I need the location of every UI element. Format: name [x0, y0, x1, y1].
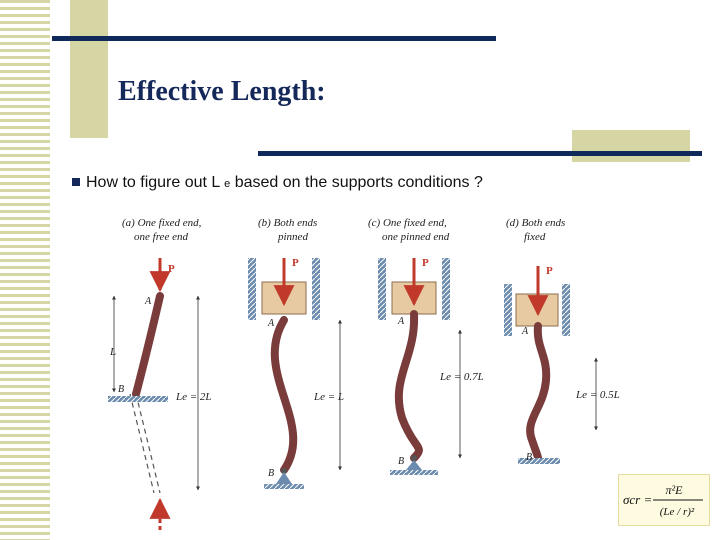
- case-c: (c) One fixed end, one pinned end P A B …: [368, 217, 484, 475]
- formula-numerator: π²E: [666, 483, 684, 497]
- case-d-caption-2: fixed: [524, 231, 546, 243]
- case-a-fixed-base: [108, 396, 168, 402]
- case-c-right-wall: [442, 258, 450, 320]
- case-b: (b) Both ends pinned P A B Le = L: [248, 217, 344, 489]
- case-d-fixed-base: [518, 458, 560, 464]
- case-d-column: [526, 322, 551, 462]
- case-d-caption-1: (d) Both ends: [506, 217, 565, 229]
- case-b-bottom-pin: [281, 468, 287, 474]
- case-a-length-label: L: [109, 346, 116, 358]
- case-b-column: [270, 316, 298, 474]
- title-rule-top: [52, 36, 496, 41]
- case-b-left-wall: [248, 258, 256, 320]
- slide-title: Effective Length:: [118, 76, 326, 107]
- critical-stress-formula: σcr = π²E (Le / r)²: [618, 474, 710, 526]
- formula-lhs: σcr =: [623, 492, 652, 507]
- case-a-mirror-image: [135, 393, 161, 494]
- case-b-bottom-label: B: [268, 468, 274, 479]
- case-a-load-label: P: [168, 263, 175, 275]
- case-c-left-wall: [378, 258, 386, 320]
- case-c-top-label: A: [397, 316, 405, 327]
- case-b-base: [264, 484, 304, 489]
- bullet-subscript: e: [224, 178, 231, 190]
- case-c-caption-2: one pinned end: [382, 231, 450, 243]
- formula-denominator: (Le / r)²: [660, 506, 695, 518]
- case-b-caption-2: pinned: [277, 231, 308, 243]
- case-d-left-wall: [504, 284, 512, 336]
- case-c-column: [394, 310, 423, 462]
- case-a-column: [132, 292, 164, 398]
- tan-decor-block-right: [572, 130, 690, 162]
- case-a-effective-label: Le = 2L: [175, 391, 212, 403]
- bullet-suffix: based on the supports conditions ?: [230, 174, 483, 191]
- left-stripe-decoration: [0, 0, 50, 540]
- title-rule-bottom: [258, 151, 702, 156]
- case-c-bottom-label: B: [398, 456, 404, 467]
- bullet-square-icon: [72, 178, 80, 186]
- bullet-prefix: How to figure out L: [86, 174, 220, 191]
- tan-decor-block-top: [70, 0, 108, 138]
- case-d-load-label: P: [546, 265, 553, 277]
- case-a: (a) One fixed end, one free end P A B L …: [108, 217, 212, 530]
- case-d-bottom-label: B: [526, 452, 532, 463]
- case-a-top-label: A: [144, 296, 152, 307]
- case-a-bottom-label: B: [118, 384, 124, 395]
- effective-length-diagram: (a) One fixed end, one free end P A B L …: [108, 217, 620, 530]
- case-a-caption-1: (a) One fixed end,: [122, 217, 202, 229]
- case-c-load-label: P: [422, 257, 429, 269]
- case-a-caption-2: one free end: [134, 231, 188, 243]
- case-b-load-label: P: [292, 257, 299, 269]
- case-b-caption-1: (b) Both ends: [258, 217, 317, 229]
- case-c-caption-1: (c) One fixed end,: [368, 217, 447, 229]
- case-b-right-wall: [312, 258, 320, 320]
- case-b-effective-label: Le = L: [313, 391, 344, 403]
- case-d-effective-label: Le = 0.5L: [575, 389, 620, 401]
- case-d-top-label: A: [521, 326, 529, 337]
- bullet-question: How to figure out L e based on the suppo…: [72, 174, 483, 192]
- case-c-base: [390, 470, 438, 475]
- case-d: (d) Both ends fixed P A B Le = 0.5L: [504, 217, 620, 464]
- case-c-effective-label: Le = 0.7L: [439, 371, 484, 383]
- case-b-top-label: A: [267, 318, 275, 329]
- case-c-bottom-pin: [411, 455, 417, 461]
- case-d-right-wall: [562, 284, 570, 336]
